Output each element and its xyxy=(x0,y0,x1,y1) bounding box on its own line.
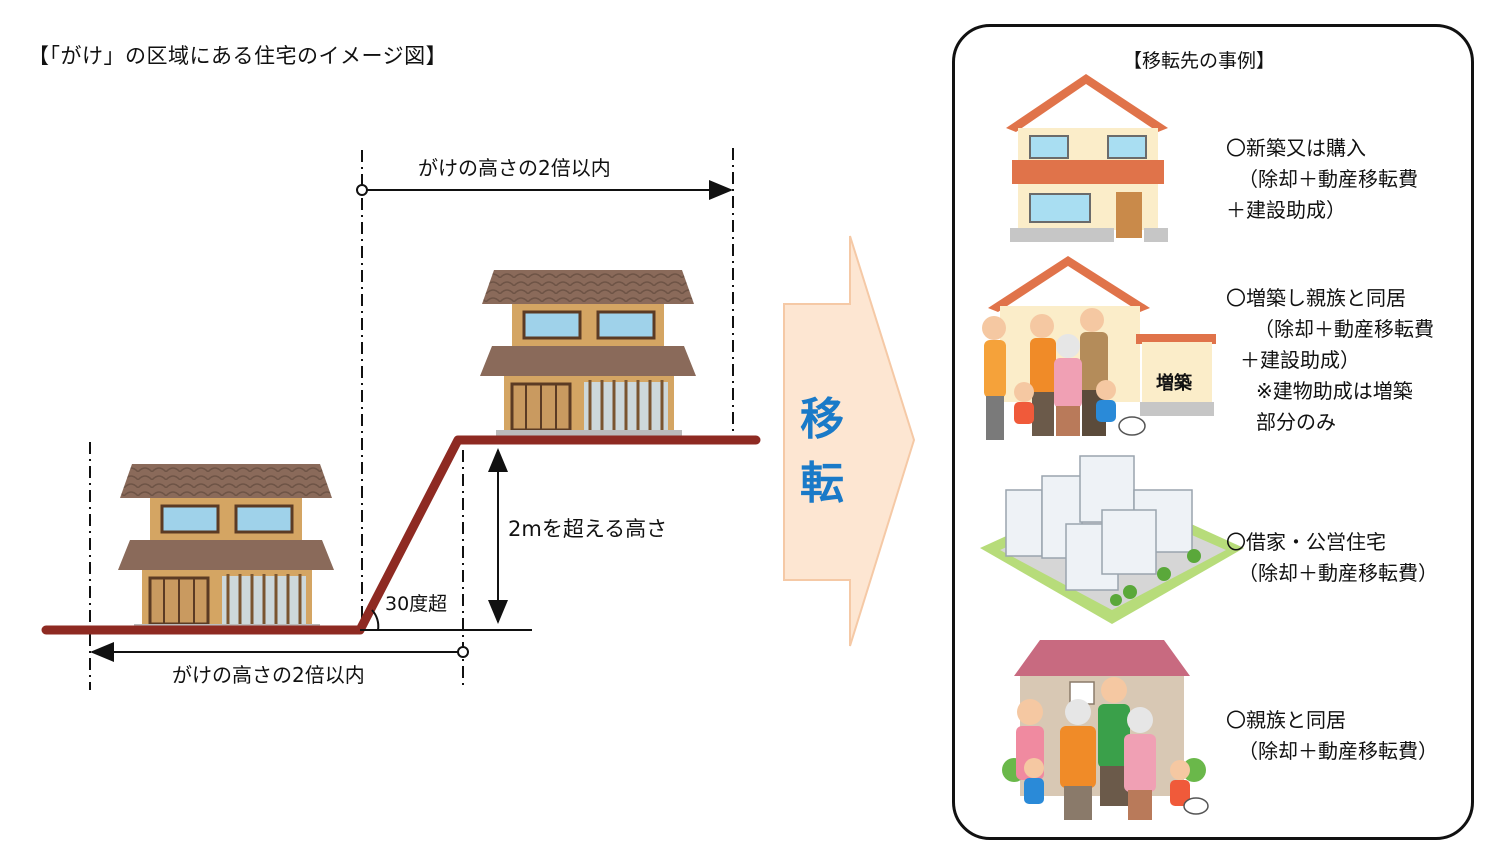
cliff-profile xyxy=(41,435,761,635)
diagram-title: 【「がけ」の区域にある住宅のイメージ図】 xyxy=(28,44,448,68)
cases-panel xyxy=(952,24,1474,840)
case-new-house-line: ＋建設助成） xyxy=(1226,198,1346,222)
arrow-label-1: 移 xyxy=(800,394,844,445)
case-new-house: 〇新築又は購入 （除却＋動産移転費 ＋建設助成） xyxy=(1226,133,1418,226)
case-new-house-line: （除却＋動産移転費 xyxy=(1238,167,1418,191)
angle-label: 30度超 xyxy=(385,593,447,615)
height-label: 2mを超える高さ xyxy=(508,517,667,541)
lower-house-icon xyxy=(116,462,336,632)
case-family-line: 〇親族と同居 xyxy=(1226,708,1346,732)
case-apartment-line: 〇借家・公営住宅 xyxy=(1226,530,1386,554)
arrow-label-2: 転 xyxy=(800,458,844,509)
cliff-diagram: 30度超 2mを超える高さ がけの高さの2倍以内 がけの高さの2倍以内 xyxy=(41,148,916,690)
case-extension-line: 〇増築し親族と同居 xyxy=(1226,286,1406,310)
case-family: 〇親族と同居 （除却＋動産移転費） xyxy=(1226,705,1438,767)
cases-title: 【移転先の事例】 xyxy=(1123,50,1276,72)
case-apartment-line: （除却＋動産移転費） xyxy=(1238,561,1438,585)
case-extension-line: ※建物助成は増築 xyxy=(1256,379,1413,403)
case-extension: 〇増築し親族と同居 （除却＋動産移転費 ＋建設助成） ※建物助成は増築 部分のみ xyxy=(1226,283,1434,438)
case-family-line: （除却＋動産移転費） xyxy=(1238,739,1438,763)
case-new-house-line: 〇新築又は購入 xyxy=(1226,136,1366,160)
top-dimension-label: がけの高さの2倍以内 xyxy=(418,156,611,180)
case-extension-line: （除却＋動産移転費 xyxy=(1254,317,1434,341)
upper-house-icon xyxy=(478,268,698,438)
case-extension-line: ＋建設助成） xyxy=(1240,348,1360,372)
relocation-arrow xyxy=(783,235,916,647)
case-apartment: 〇借家・公営住宅 （除却＋動産移転費） xyxy=(1226,527,1438,589)
case-extension-line: 部分のみ xyxy=(1256,410,1336,434)
bottom-dimension-label: がけの高さの2倍以内 xyxy=(172,663,365,687)
